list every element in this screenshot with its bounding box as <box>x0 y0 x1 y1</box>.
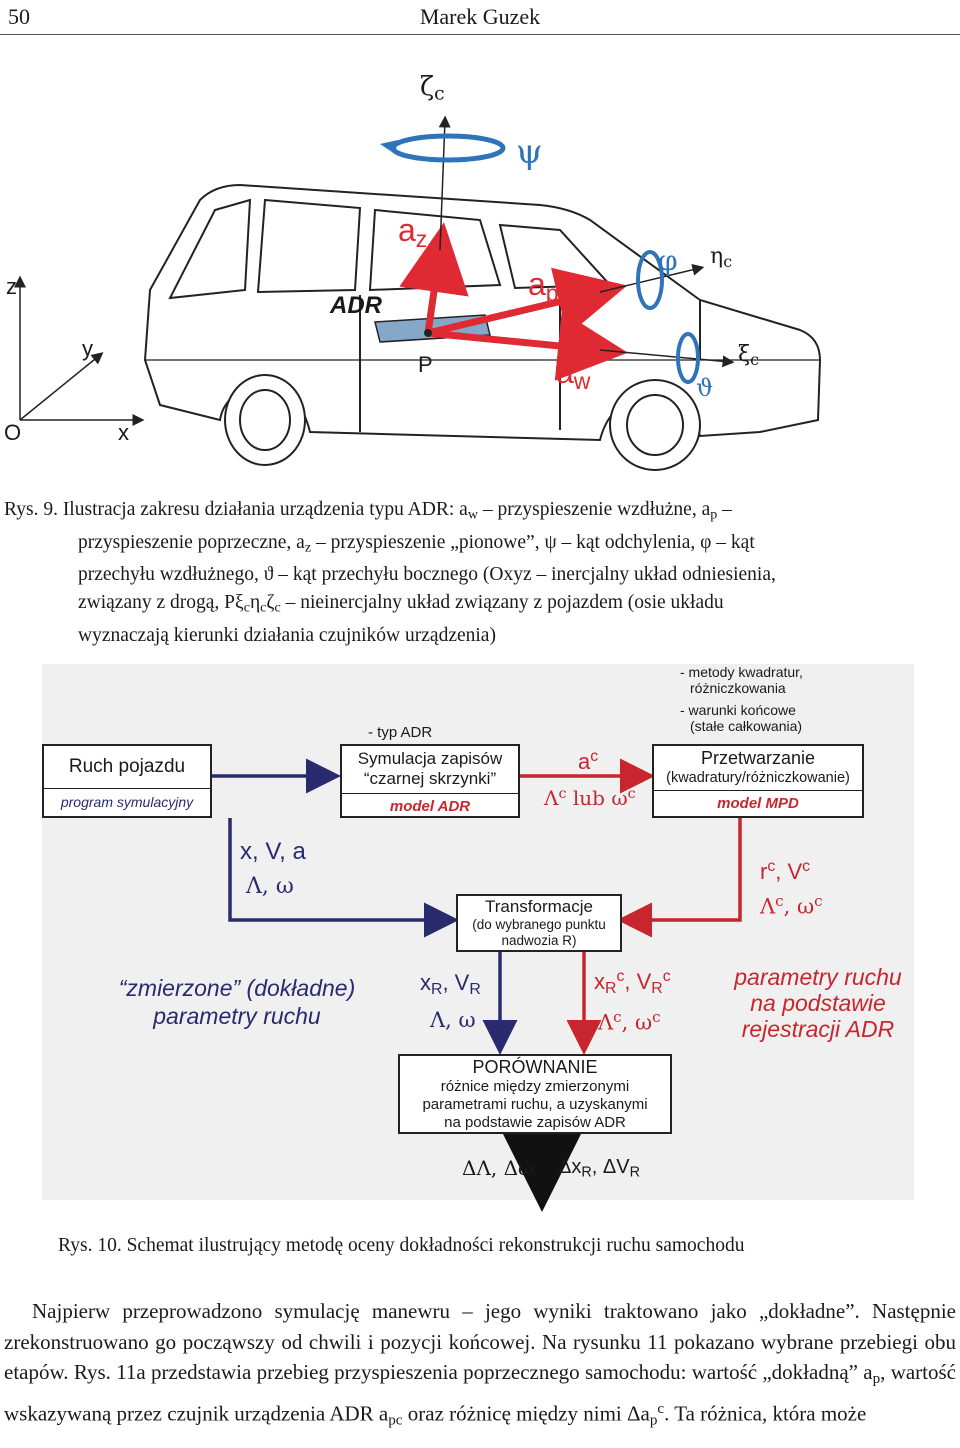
symulacja-line2: “czarnej skrzynki” <box>363 769 497 788</box>
label-y: y <box>82 336 93 361</box>
porownanie-title: PORÓWNANIE <box>472 1057 598 1077</box>
porownanie-l4: na podstawie zapisów ADR <box>444 1114 626 1131</box>
label-P: P <box>418 352 433 377</box>
aw-arrow <box>427 311 628 381</box>
rc-vc-label: rc, Vc <box>760 858 811 884</box>
zeta-axis <box>438 115 451 251</box>
label-theta: ϑ <box>696 374 714 402</box>
label-x: x <box>118 420 129 445</box>
figure-10-caption: Rys. 10. Schemat ilustrujący metodę ocen… <box>58 1235 745 1256</box>
typ-adr-note: - typ ADR <box>368 724 433 741</box>
przetwarzanie-title: Przetwarzanie <box>700 748 816 768</box>
header-rule <box>0 34 960 35</box>
symulacja-line1: Symulacja zapisów <box>357 749 503 768</box>
lrc-wrc-label: Λc, ωc <box>598 1008 661 1035</box>
label-psi: ψ <box>516 132 543 172</box>
model-adr-label: model ADR <box>389 798 471 815</box>
model-mpd-label: model MPD <box>717 795 799 812</box>
transformacje-title: Transformacje <box>484 897 593 916</box>
body-paragraph: Najpierw przeprowadzono symulację manewr… <box>4 1299 957 1429</box>
label-az: az <box>398 212 428 252</box>
porownanie-box: PORÓWNANIE różnice między zmierzonymi pa… <box>398 1054 672 1134</box>
phi-rotation-icon <box>636 250 664 310</box>
przetwarzanie-box: Przetwarzanie (kwadratury/różniczkowanie… <box>652 744 864 818</box>
transformacje-l3: nadwozia R) <box>501 933 577 948</box>
figure-9-car-illustration <box>14 115 822 471</box>
ap-arrow <box>427 267 628 337</box>
przetwarzanie-sub: (kwadratury/różniczkowanie) <box>654 769 862 791</box>
label-eta-c: ηc <box>710 244 733 271</box>
xrc-vrc-label: xRc, VRc <box>594 968 671 997</box>
lc-wc-label: Λc, ωc <box>760 892 823 919</box>
porownanie-l2: różnice między zmierzonymi <box>440 1078 630 1095</box>
delta-lambda-omega-label: ΔΛ, Δω <box>462 1156 535 1180</box>
car-wheels <box>224 374 701 471</box>
lambda-omega-r-label: Λ, ω <box>430 1008 476 1032</box>
porownanie-l3: parametrami ruchu, a uzyskanymi <box>422 1096 648 1113</box>
label-xi-c: ξc <box>738 342 759 369</box>
ruch-pojazdu-box: Ruch pojazdu program symulacyjny <box>42 744 212 818</box>
page-number: 50 <box>8 4 30 29</box>
theta-rotation-icon <box>676 332 700 384</box>
xi-axis <box>599 349 735 368</box>
y-axis <box>19 352 104 421</box>
label-zeta-c: ζc <box>420 72 445 105</box>
ac-label: ac <box>578 748 599 774</box>
delta-xr-vr-label: ΔxR, ΔVR <box>558 1156 640 1181</box>
label-ap: ap <box>528 266 559 306</box>
note-warunki: - warunki końcowe (stałe całkowania) <box>680 702 803 734</box>
parametry-adr-label: parametry ruchu na podstawie rejestracji… <box>734 964 902 1042</box>
lambda-omega-label: Λ, ω <box>246 874 294 899</box>
running-header-author: Marek Guzek <box>419 4 541 29</box>
label-phi: φ <box>658 244 678 277</box>
note-kwadratur: - metody kwadratur, różniczkowania <box>680 664 803 696</box>
transformacje-box: Transformacje (do wybranego punktu nadwo… <box>456 894 622 952</box>
lambda-omega-c-label: Λc lub ωc <box>544 786 636 811</box>
eta-axis <box>599 263 705 293</box>
zmierzone-label: “zmierzone” (dokładne) parametry ruchu <box>118 975 356 1029</box>
point-P <box>424 329 432 337</box>
label-adr: ADR <box>330 292 382 319</box>
label-aw: aw <box>556 354 591 394</box>
label-z: z <box>6 274 17 299</box>
figure-9-caption: Rys. 9. Ilustracja zakresu działania urz… <box>4 499 776 646</box>
transformacje-l2: (do wybranego punktu <box>472 917 606 932</box>
ruch-pojazdu-sub: program symulacyjny <box>60 794 194 810</box>
ruch-pojazdu-title: Ruch pojazdu <box>44 746 210 789</box>
symulacja-box: Symulacja zapisów “czarnej skrzynki” mod… <box>340 744 520 818</box>
label-O: O <box>4 420 22 445</box>
az-arrow <box>399 222 469 334</box>
xva-label: x, V, a <box>240 838 306 865</box>
xr-vr-label: xR, VR <box>420 970 481 998</box>
